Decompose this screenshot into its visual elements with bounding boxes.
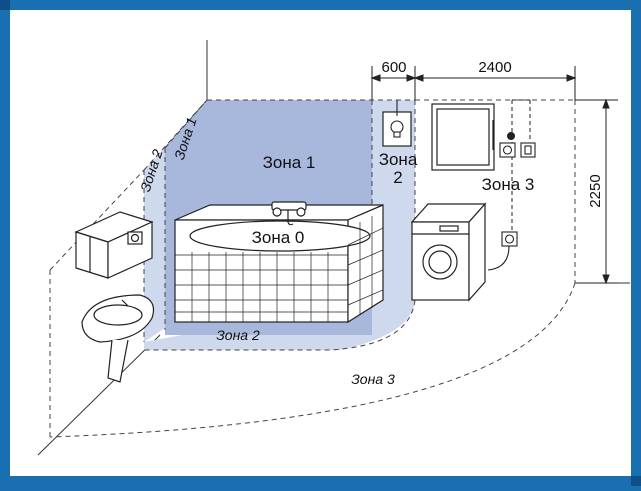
- washer-socket-icon: [501, 231, 518, 247]
- wash-basin: [81, 294, 155, 383]
- zone2-window-number: 2: [393, 168, 402, 187]
- wall-cabinet: [431, 103, 495, 171]
- zone2-floor-label: Зона 2: [216, 327, 260, 343]
- switch-icon: [520, 142, 536, 158]
- dimension-2400: 2400: [478, 59, 511, 76]
- socket-icon: [499, 142, 516, 158]
- floor-left-line: [37, 334, 161, 456]
- wiring: [511, 99, 531, 236]
- dimension-600: 600: [381, 59, 406, 76]
- zone0-label: Зона 0: [252, 228, 305, 247]
- zone1-back-label: Зона 1: [263, 153, 316, 172]
- corner-tab-tl: [0, 0, 10, 10]
- lamp-icon: [390, 100, 404, 138]
- washing-machine: [410, 202, 487, 302]
- bathtub: [174, 204, 384, 324]
- washer-cable: [487, 245, 510, 271]
- corner-tab-br: [631, 476, 641, 486]
- mirror-cabinet: [74, 211, 154, 279]
- dimension-lines: [370, 66, 618, 285]
- faucet-icon: [271, 201, 307, 226]
- junction-box-icon: [507, 132, 515, 140]
- zone3-floor-label: Зона 3: [351, 371, 395, 387]
- dimension-2250: 2250: [587, 174, 604, 207]
- zone2-window-label: Зона: [379, 150, 418, 169]
- zone3-wall-label: Зона 3: [482, 175, 535, 194]
